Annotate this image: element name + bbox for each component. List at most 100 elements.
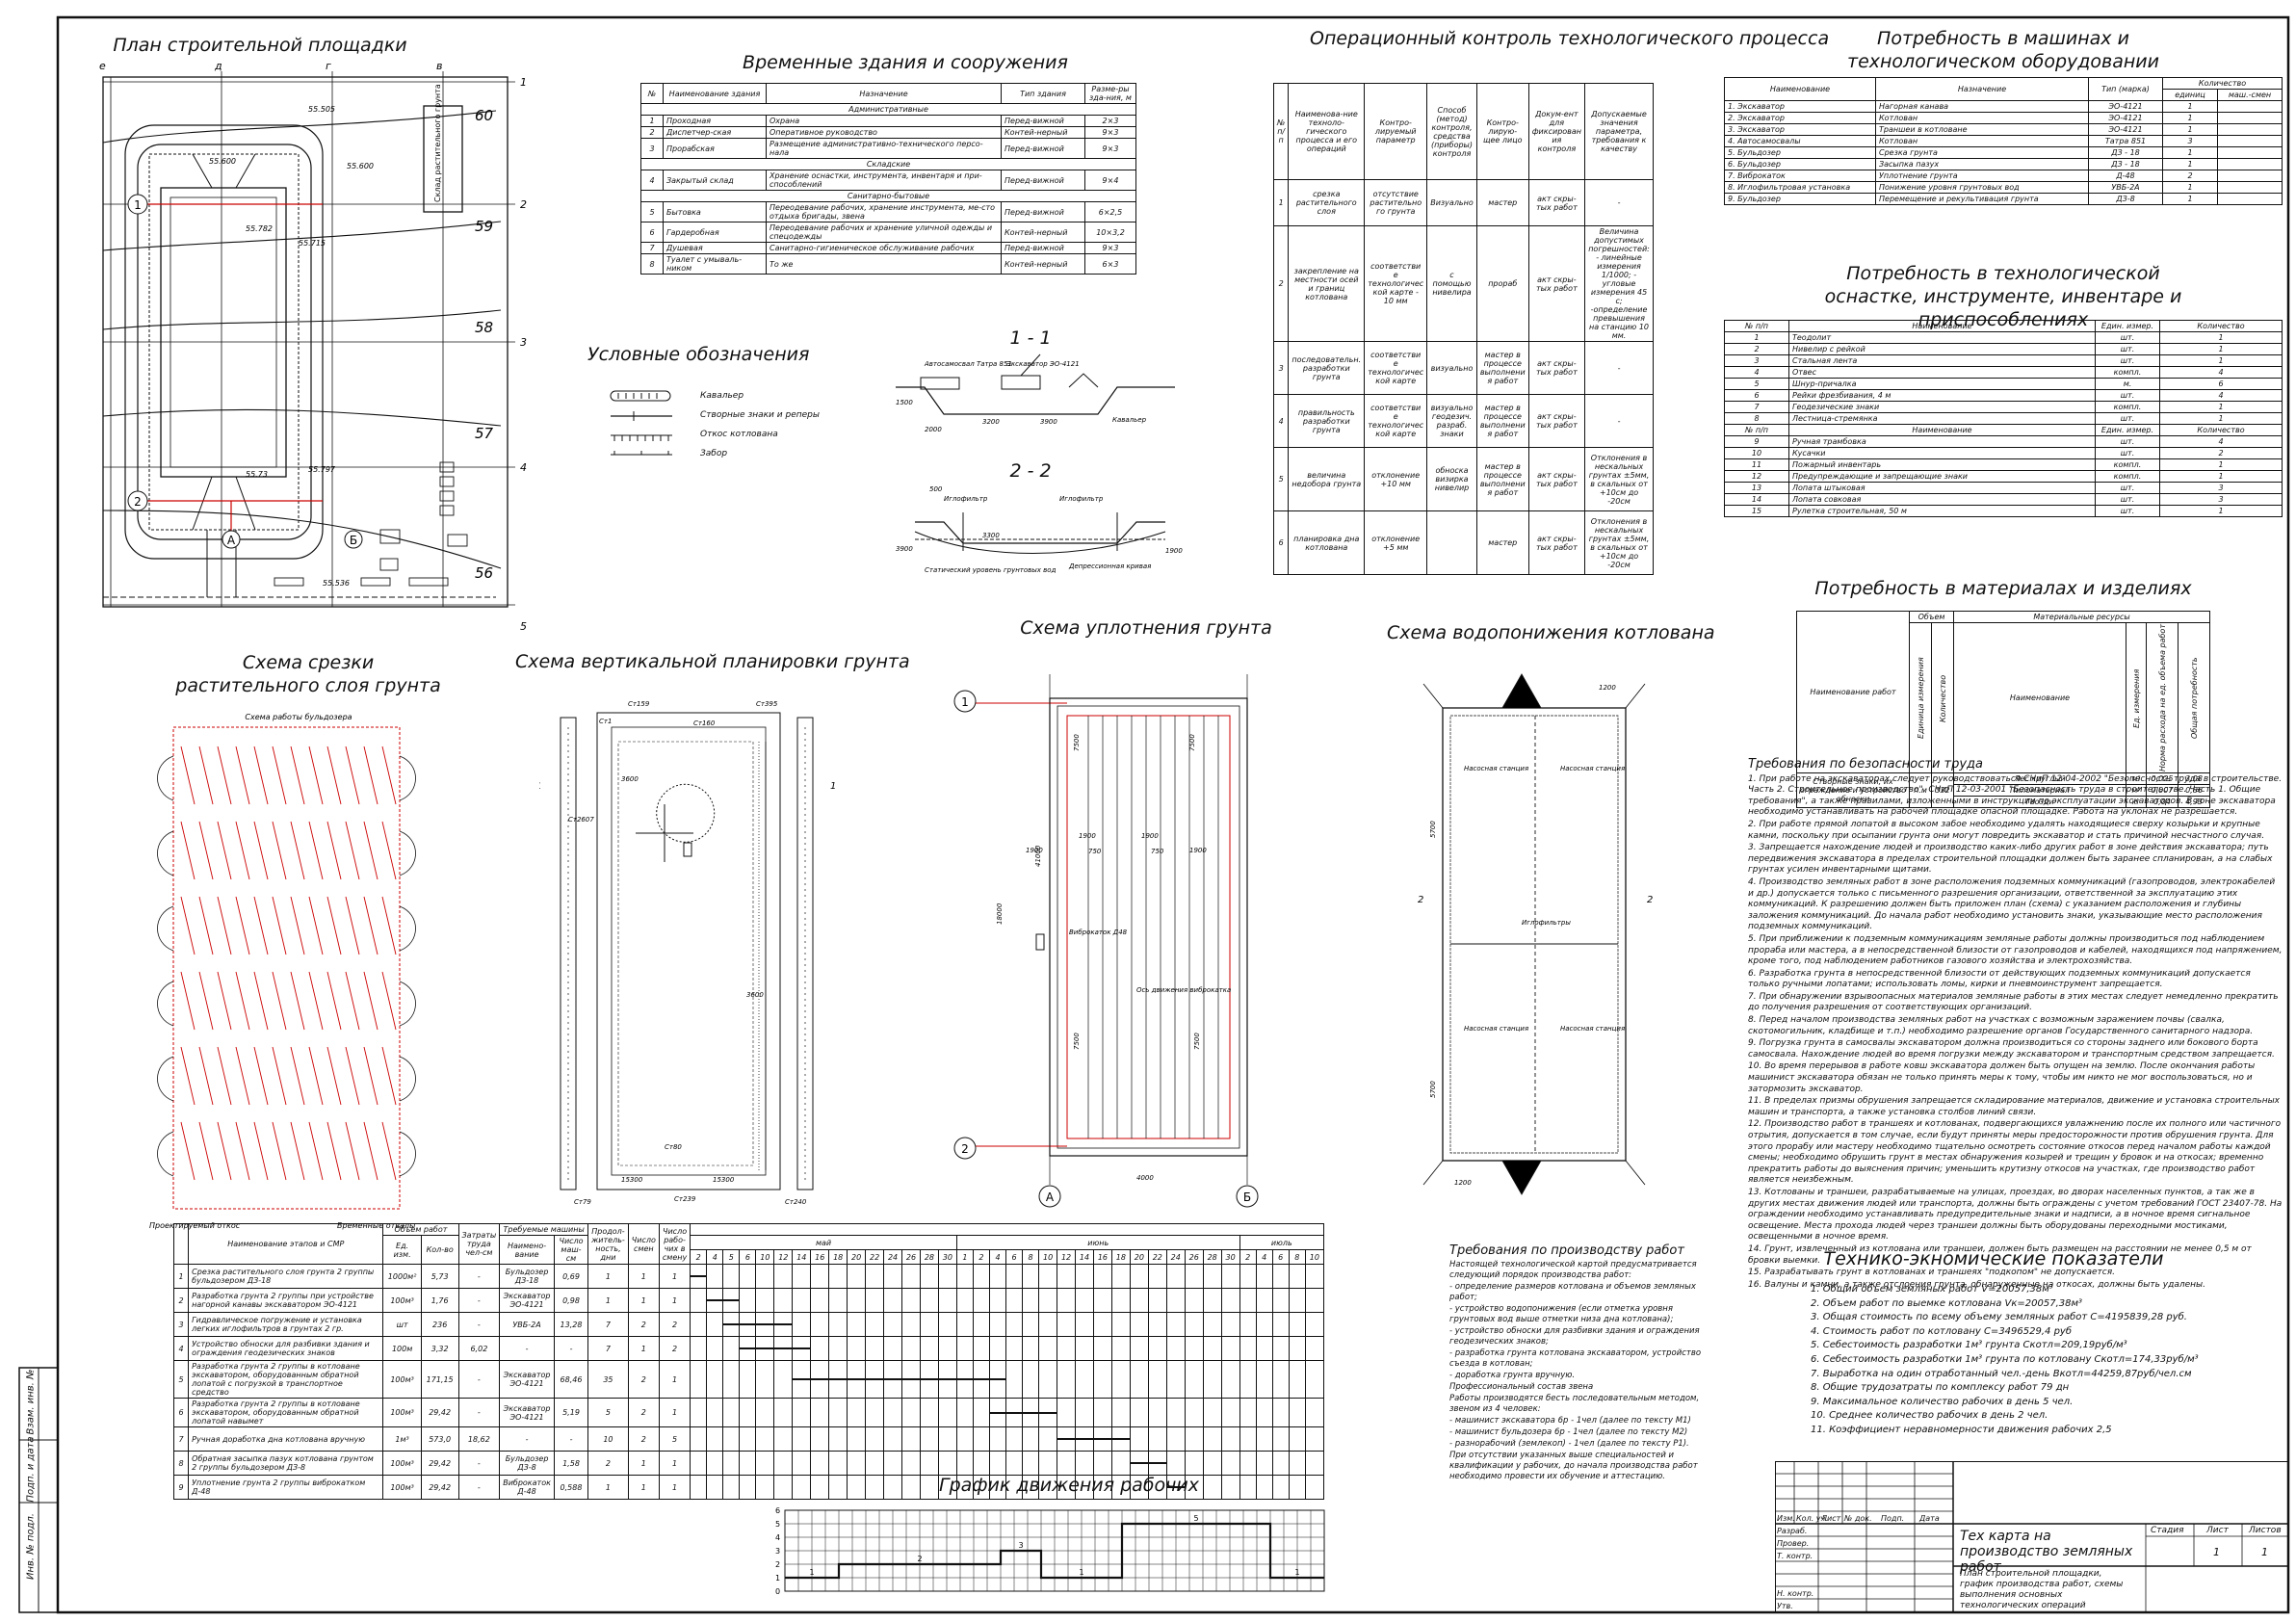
table-cell: 1 xyxy=(2159,412,2283,425)
dozer-path xyxy=(363,971,378,1031)
materials-norm-header: Норма расхода на ед. объема работ xyxy=(2146,622,2179,773)
table-cell: 2×3 xyxy=(1084,115,1136,127)
gantt-cell xyxy=(1255,1264,1273,1289)
gantt-cell xyxy=(883,1312,903,1337)
dozer-path xyxy=(235,746,250,805)
gantt-cell xyxy=(1005,1398,1024,1427)
gantt-cell xyxy=(937,1336,957,1361)
table-cell: 100м³ xyxy=(382,1360,422,1399)
table-cell: ЭО-4121 xyxy=(2088,123,2163,136)
gantt-cell xyxy=(773,1360,794,1399)
station-label: Ст159 xyxy=(628,700,650,708)
table-cell: 3 xyxy=(1272,341,1290,395)
dozer-path xyxy=(235,821,250,880)
gantt-cell xyxy=(865,1288,885,1313)
dozer-path xyxy=(345,746,360,805)
table-cell: - xyxy=(457,1451,501,1476)
gantt-bar xyxy=(866,1378,884,1380)
gantt-bar xyxy=(956,1378,973,1380)
table-cell: 6 xyxy=(2159,378,2283,390)
gantt-cell xyxy=(1038,1264,1058,1289)
gantt-cell xyxy=(955,1360,974,1399)
col-header xyxy=(172,1223,190,1265)
table-cell: 10 xyxy=(1724,447,1789,459)
dozer-path xyxy=(308,971,324,1031)
gantt-cell xyxy=(1038,1426,1058,1452)
day-header: 14 xyxy=(792,1249,812,1265)
dozer-path xyxy=(290,971,305,1031)
col-header: Назначение xyxy=(1875,77,2089,101)
table-cell: мастер в процессе выполнени я работ xyxy=(1475,394,1529,448)
gantt-cell xyxy=(1005,1426,1024,1452)
y-tick: 4 xyxy=(775,1533,780,1542)
vertical-title: Схема вертикальной планировки грунта xyxy=(515,651,910,672)
station-label: Насосная станция xyxy=(1560,765,1625,772)
table-cell: 5,73 xyxy=(420,1264,459,1289)
dozer-path xyxy=(253,1046,269,1106)
gantt-cell xyxy=(1022,1360,1040,1399)
gantt-cell xyxy=(1239,1398,1257,1427)
table-cell xyxy=(2217,135,2283,147)
dozer-path xyxy=(253,1121,269,1181)
table-cell: 9. Бульдозер xyxy=(1724,193,1876,205)
legend-item: Забор xyxy=(700,449,728,458)
day-header: 10 xyxy=(1304,1249,1325,1265)
gantt-cell xyxy=(706,1398,724,1427)
gantt-cell xyxy=(722,1336,741,1361)
machines-title: Потребность в машинах и технологическом … xyxy=(1830,27,2177,73)
table-cell: 7 xyxy=(640,242,664,254)
gantt-cell xyxy=(883,1264,903,1289)
dim: 5700 xyxy=(1429,821,1437,838)
gantt-cell xyxy=(1165,1426,1186,1452)
materials-volume-header: Объем xyxy=(1909,611,1954,623)
table-cell: 0,98 xyxy=(553,1288,589,1313)
table-cell: 0,588 xyxy=(553,1475,589,1500)
stamp-sheets: 1 xyxy=(2261,1546,2268,1558)
gantt-cell xyxy=(865,1264,885,1289)
table-cell: шт. xyxy=(2095,412,2160,425)
gantt-bar xyxy=(774,1323,793,1325)
table-cell: 3,32 xyxy=(420,1336,459,1361)
gantt-cell xyxy=(1304,1426,1325,1452)
group-title: Складские xyxy=(640,158,1136,170)
day-header: 10 xyxy=(755,1249,775,1265)
table-cell: 3 xyxy=(2159,482,2283,494)
dozer-path xyxy=(290,896,305,955)
table-cell: 1 xyxy=(640,115,664,127)
dim: 1900 xyxy=(1079,832,1096,840)
table-cell: Прорабская xyxy=(663,138,767,159)
dozer-path xyxy=(363,1121,378,1181)
dozer-path xyxy=(217,1121,232,1181)
gantt-cell xyxy=(1184,1312,1204,1337)
stamp-role: Разраб. xyxy=(1777,1527,1808,1535)
gantt-cell xyxy=(828,1360,848,1399)
table-cell: 1 xyxy=(2162,181,2218,194)
gantt-cell xyxy=(1239,1426,1257,1452)
gantt-cell xyxy=(972,1426,990,1452)
gantt-bar xyxy=(848,1378,866,1380)
col-header: Число смен xyxy=(627,1223,660,1265)
table-cell: 7 xyxy=(172,1426,190,1452)
grid-col-label: в xyxy=(436,60,442,72)
table-cell: 1 xyxy=(2162,100,2218,113)
y-tick: 5 xyxy=(775,1520,780,1529)
table-cell: - xyxy=(457,1475,501,1500)
gantt-cell xyxy=(883,1398,903,1427)
gantt-cell xyxy=(1092,1288,1112,1313)
table-cell: 7 xyxy=(1724,401,1789,413)
col-header: Количество xyxy=(2159,424,2283,436)
y-tick: 0 xyxy=(775,1587,780,1596)
compaction-title: Схема уплотнения грунта xyxy=(1020,617,1272,639)
gantt-bar xyxy=(973,1378,989,1380)
table-cell: 6×3 xyxy=(1084,253,1136,275)
gantt-cell xyxy=(1288,1451,1306,1476)
table-cell: правильность разработки грунта xyxy=(1288,394,1366,448)
table-cell: Геодезические знаки xyxy=(1788,401,2096,413)
axis-label: А xyxy=(1046,1190,1055,1204)
axis-label: 2 xyxy=(134,495,142,509)
table-cell: 1 xyxy=(627,1336,660,1361)
gantt-cell xyxy=(901,1336,921,1361)
